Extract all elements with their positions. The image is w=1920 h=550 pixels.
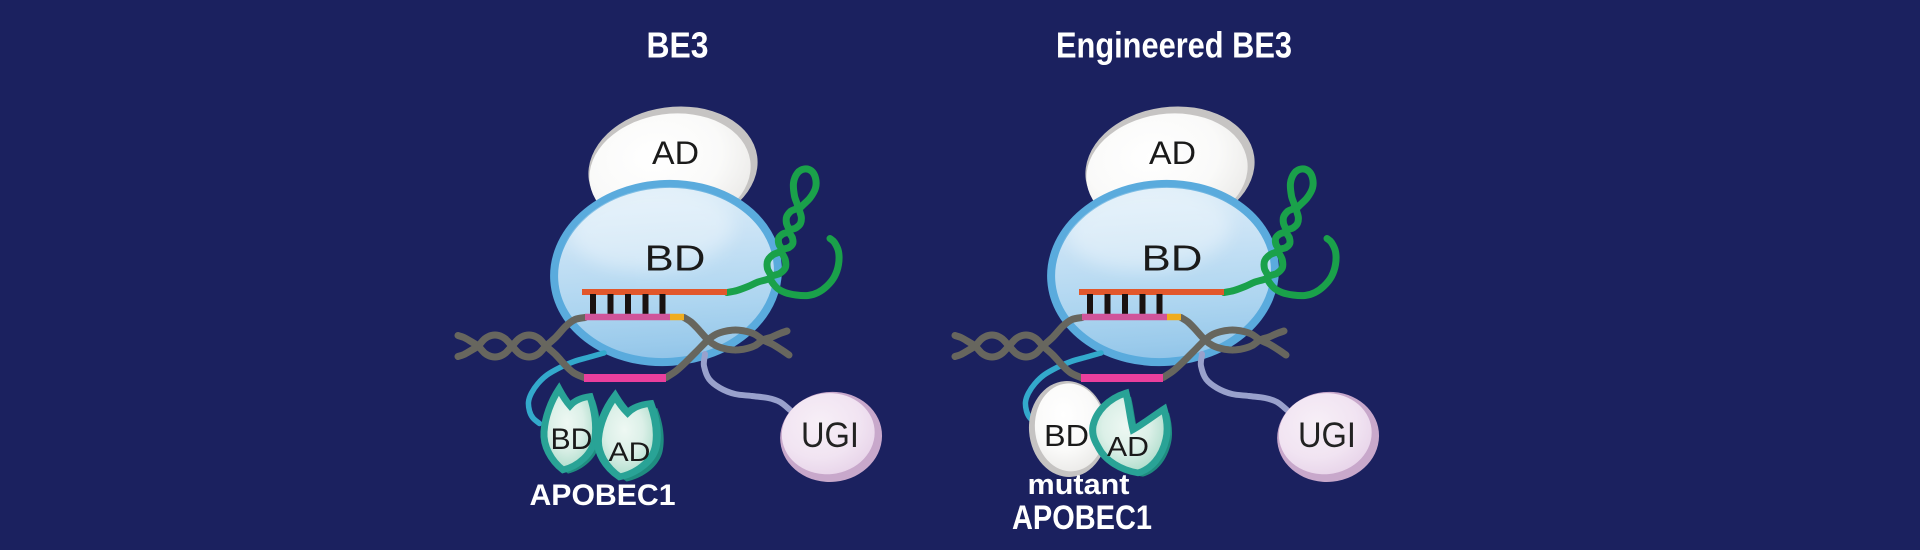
svg-text:Engineered BE3: Engineered BE3 <box>1056 25 1292 66</box>
svg-text:BD: BD <box>1044 418 1089 453</box>
svg-text:mutant: mutant <box>1028 469 1130 501</box>
svg-text:AD: AD <box>609 437 651 467</box>
svg-text:APOBEC1: APOBEC1 <box>1012 499 1152 537</box>
svg-text:AD: AD <box>1107 431 1149 462</box>
svg-text:BE3: BE3 <box>647 25 709 66</box>
svg-text:BD: BD <box>551 423 593 456</box>
svg-text:APOBEC1: APOBEC1 <box>530 479 676 512</box>
